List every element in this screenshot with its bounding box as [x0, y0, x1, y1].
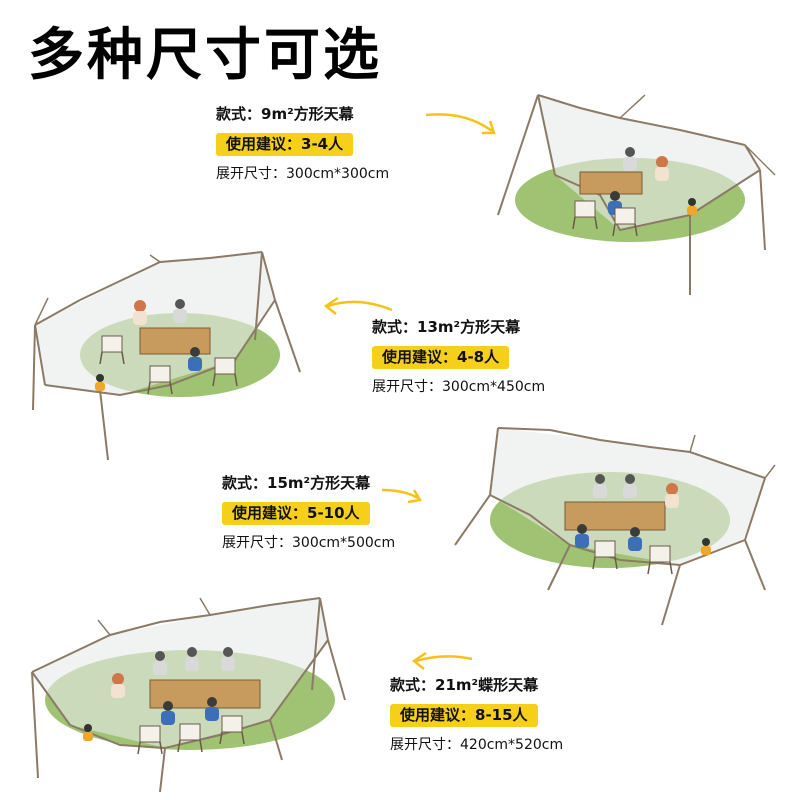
size-label: 展开尺寸： — [372, 379, 442, 395]
style-value: 9m²方形天幕 — [261, 104, 354, 123]
style-row: 款式：9m²方形天幕 — [216, 99, 389, 129]
spec-block-13m2: 款式：13m²方形天幕 使用建议：4-8人 展开尺寸：300cm*450cm — [372, 312, 545, 402]
size-row: 展开尺寸：420cm*520cm — [390, 730, 563, 760]
people-badge: 使用建议：4-8人 — [372, 345, 510, 369]
spec-block-15m2: 款式：15m²方形天幕 使用建议：5-10人 展开尺寸：300cm*500cm — [222, 468, 395, 558]
style-row: 款式：21m²蝶形天幕 — [390, 670, 563, 700]
scene-2 — [32, 251, 301, 461]
people-row: 使用建议：5-10人 — [222, 498, 395, 528]
arrow-left-icon — [411, 651, 473, 670]
size-row: 展开尺寸：300cm*450cm — [372, 372, 545, 402]
size-value: 300cm*300cm — [286, 166, 390, 182]
people-badge: 使用建议：3-4人 — [216, 132, 354, 156]
style-label: 款式： — [390, 675, 436, 694]
people-badge: 使用建议：5-10人 — [222, 501, 370, 525]
style-value: 21m²蝶形天幕 — [435, 675, 539, 694]
people-badge: 使用建议：8-15人 — [390, 703, 538, 727]
style-label: 款式： — [222, 473, 268, 492]
page-title: 多种尺寸可选 — [28, 23, 382, 88]
size-value: 300cm*450cm — [442, 379, 546, 395]
people-value: 4-8人 — [457, 347, 500, 366]
size-row: 展开尺寸：300cm*300cm — [216, 159, 389, 189]
style-value: 15m²方形天幕 — [267, 473, 371, 492]
people-label: 使用建议： — [226, 134, 302, 153]
people-value: 8-15人 — [475, 705, 528, 724]
people-label: 使用建议： — [382, 347, 458, 366]
arrow-right-icon — [425, 113, 496, 135]
people-label: 使用建议： — [400, 705, 476, 724]
size-label: 展开尺寸： — [222, 535, 292, 551]
size-label: 展开尺寸： — [216, 166, 286, 182]
people-value: 3-4人 — [301, 134, 344, 153]
people-row: 使用建议：3-4人 — [216, 129, 389, 159]
scene-3 — [454, 427, 776, 626]
size-label: 展开尺寸： — [390, 737, 460, 753]
arrow-right-icon — [381, 488, 423, 504]
style-row: 款式：13m²方形天幕 — [372, 312, 545, 342]
spec-block-21m2: 款式：21m²蝶形天幕 使用建议：8-15人 展开尺寸：420cm*520cm — [390, 670, 563, 760]
spec-block-9m2: 款式：9m²方形天幕 使用建议：3-4人 展开尺寸：300cm*300cm — [216, 99, 389, 189]
people-label: 使用建议： — [232, 503, 308, 522]
style-value: 13m²方形天幕 — [417, 317, 521, 336]
size-value: 300cm*500cm — [292, 535, 396, 551]
style-row: 款式：15m²方形天幕 — [222, 468, 395, 498]
scene-4 — [31, 597, 346, 793]
people-value: 5-10人 — [307, 503, 360, 522]
size-value: 420cm*520cm — [460, 737, 564, 753]
people-row: 使用建议：4-8人 — [372, 342, 545, 372]
arrow-left-icon — [323, 296, 393, 315]
style-label: 款式： — [216, 104, 262, 123]
people-row: 使用建议：8-15人 — [390, 700, 563, 730]
style-label: 款式： — [372, 317, 418, 336]
scene-1 — [497, 94, 776, 295]
size-row: 展开尺寸：300cm*500cm — [222, 528, 395, 558]
